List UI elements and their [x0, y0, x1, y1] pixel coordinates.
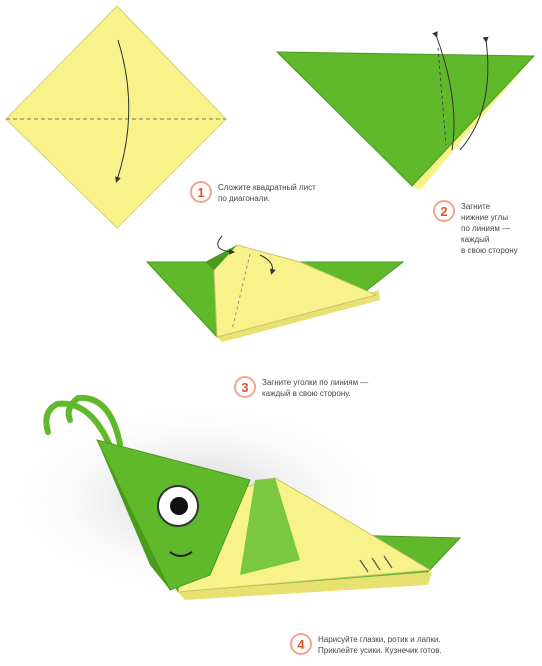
step-4-instruction: 4 Нарисуйте глазки, ротик и лапки. Прикл…: [290, 633, 442, 656]
step-2-instruction: 2 Загните нижние углы по линиям — каждый…: [433, 200, 518, 256]
step-1-instruction: 1 Сложите квадратный лист по диагонали.: [190, 181, 316, 204]
grasshopper-diagram: [5, 398, 460, 600]
step-4-line: Нарисуйте глазки, ротик и лапки.: [318, 634, 442, 645]
step-2-line: нижние углы: [461, 212, 518, 223]
eye-icon: [158, 486, 198, 526]
step-4-line: Приклейте усики. Кузнечик готов.: [318, 645, 442, 656]
step-4-badge: 4: [290, 633, 312, 655]
step-1-line: по диагонали.: [218, 193, 316, 204]
step-2-line: каждый: [461, 234, 518, 245]
step-1-line: Сложите квадратный лист: [218, 182, 316, 193]
step3-diagram: [147, 236, 403, 342]
step2-diagram: [277, 35, 534, 190]
step-2-line: по линиям —: [461, 223, 518, 234]
step-2-line: Загните: [461, 201, 518, 212]
step-3-line: каждый в свою сторону.: [262, 388, 368, 399]
step-2-badge: 2: [433, 200, 455, 222]
step-1-badge: 1: [190, 181, 212, 203]
step-3-badge: 3: [234, 376, 256, 398]
step-2-line: в свою сторону: [461, 245, 518, 256]
step-3-instruction: 3 Загните уголки по линиям — каждый в св…: [234, 376, 368, 399]
step-3-line: Загните уголки по линиям —: [262, 377, 368, 388]
